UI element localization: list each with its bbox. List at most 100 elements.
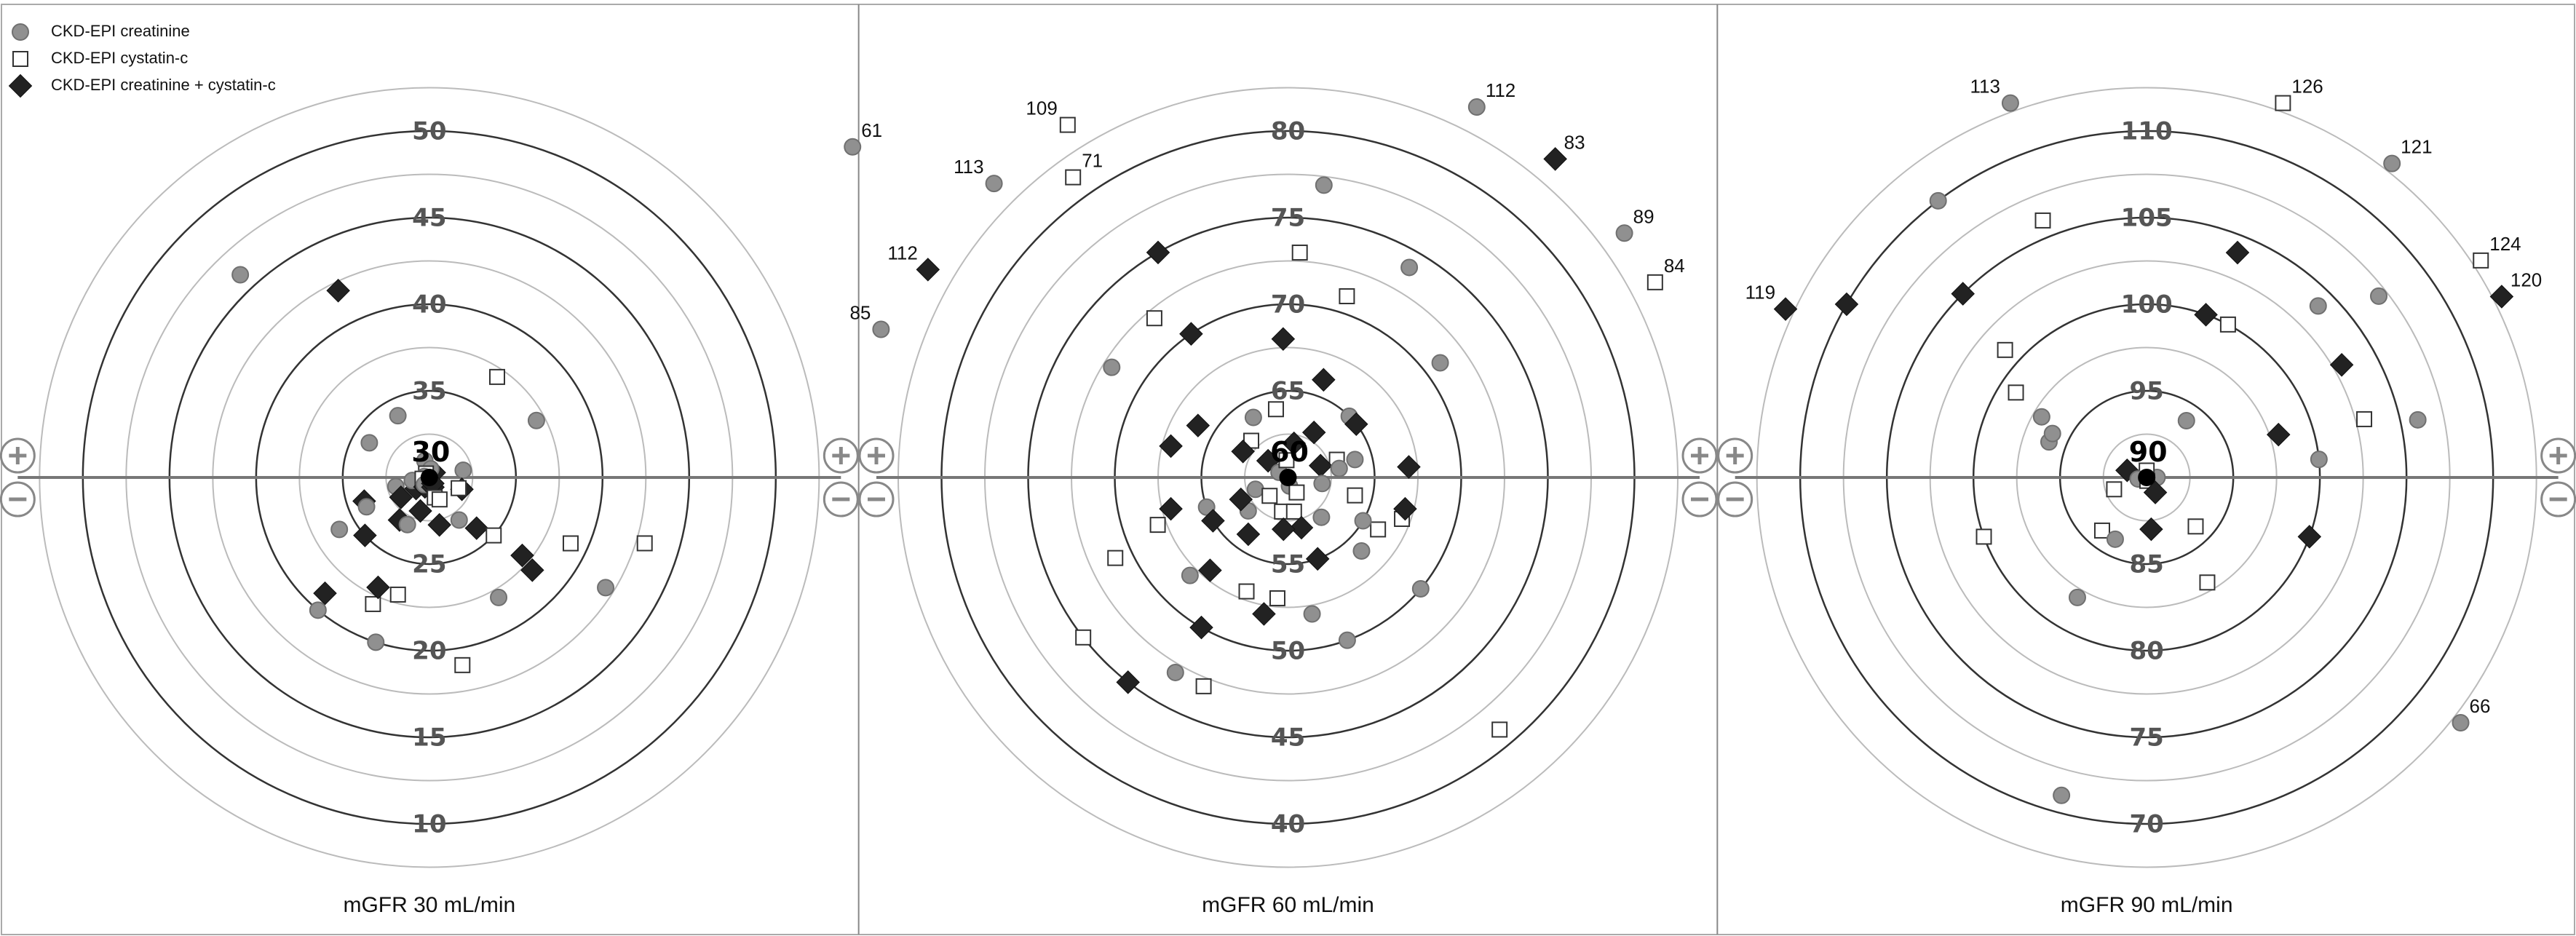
outlier-label: 112: [1486, 79, 1515, 101]
data-point-combined: [2194, 303, 2218, 327]
data-point-combined: [1236, 522, 1261, 547]
data-point-creatinine: [1346, 451, 1364, 469]
center-label: 60: [1270, 436, 1309, 468]
data-point-cystatin: [562, 535, 579, 552]
center-point: [1279, 469, 1297, 486]
data-point-creatinine: [1315, 176, 1333, 194]
data-point-creatinine: [2409, 411, 2427, 429]
data-point-creatinine: [490, 588, 508, 606]
data-point-creatinine: [2001, 94, 2019, 112]
outlier-label: 120: [2510, 269, 2542, 290]
ring-label-below: 10: [412, 810, 446, 839]
outlier-label: 119: [1745, 282, 1775, 304]
data-point-combined: [389, 485, 413, 509]
data-point-combined: [1271, 327, 1296, 351]
data-point-cystatin: [431, 491, 448, 508]
left-plus-minus: [858, 437, 895, 517]
data-point-combined: [366, 575, 390, 600]
ring-label-below: 85: [2130, 550, 2164, 579]
panel-title: mGFR 60 mL/min: [1202, 893, 1374, 917]
data-point-cystatin: [2275, 95, 2291, 111]
data-point-combined: [1201, 509, 1225, 533]
data-point-creatinine: [330, 520, 349, 539]
data-point-creatinine: [398, 515, 416, 534]
data-point-creatinine: [872, 320, 890, 338]
data-point-creatinine: [1352, 542, 1371, 560]
data-point-cystatin: [2187, 518, 2204, 535]
ring-label-above: 95: [2130, 377, 2164, 406]
ring-label-above: 50: [412, 117, 446, 146]
data-point-combined: [2266, 422, 2291, 447]
center-point: [2138, 469, 2156, 486]
data-point-combined: [1272, 517, 1296, 542]
data-point-cystatin: [1149, 517, 1166, 534]
data-point-creatinine: [2032, 408, 2050, 426]
data-point-cystatin: [1285, 503, 1302, 520]
left-plus-minus: [1717, 437, 1753, 517]
data-point-cystatin: [2008, 384, 2024, 401]
ring-label-below: 50: [1271, 637, 1305, 666]
ring-label-below: 75: [2130, 723, 2164, 753]
outlier-label: 61: [861, 119, 882, 141]
data-point-combined: [1179, 322, 1203, 346]
data-point-cystatin: [636, 535, 653, 552]
data-point-combined: [1312, 368, 1336, 392]
data-point-creatinine: [1338, 631, 1356, 649]
data-point-cystatin: [1997, 341, 2013, 358]
center-label: 90: [2129, 436, 2168, 468]
data-point-creatinine: [1246, 480, 1264, 499]
ring-label-above: 65: [1271, 377, 1305, 406]
data-point-cystatin: [365, 595, 381, 612]
data-point-creatinine: [1313, 475, 1331, 493]
data-point-combined: [1301, 420, 1326, 445]
data-point-creatinine: [2106, 530, 2124, 548]
data-point-creatinine: [527, 411, 545, 429]
outlier-label: 89: [1633, 205, 1654, 227]
data-point-creatinine: [2383, 154, 2401, 172]
data-point-creatinine: [2309, 297, 2327, 315]
ring-label-below: 40: [1271, 810, 1305, 839]
outlier-label: 113: [1970, 76, 2000, 98]
data-point-creatinine: [1244, 408, 1262, 427]
data-point-cystatin: [2219, 316, 2236, 333]
data-point-creatinine: [2068, 588, 2086, 606]
data-point-combined: [313, 581, 337, 606]
data-point-creatinine: [1303, 605, 1321, 623]
data-point-combined: [1116, 670, 1140, 694]
plus-icon-glyph: [868, 447, 885, 464]
data-point-creatinine: [1330, 459, 1348, 477]
data-point-creatinine: [1312, 508, 1331, 526]
data-point-combined: [1159, 496, 1183, 521]
data-point-combined: [1189, 615, 1213, 640]
data-point-creatinine: [597, 579, 615, 597]
data-point-combined: [2489, 285, 2514, 309]
outlier-label: 66: [2470, 695, 2491, 717]
data-point-creatinine: [360, 434, 379, 452]
data-point-cystatin: [1267, 401, 1284, 418]
panel-title: mGFR 90 mL/min: [2061, 893, 2233, 917]
outlier-label: 112: [887, 242, 917, 263]
outlier-label: 109: [1026, 98, 1057, 119]
data-point-combined: [1543, 147, 1567, 171]
data-point-combined: [353, 523, 377, 547]
data-point-cystatin: [389, 586, 406, 603]
data-point-creatinine: [2043, 424, 2061, 443]
data-point-creatinine: [1929, 191, 1947, 210]
data-point-combined: [427, 512, 451, 537]
data-point-creatinine: [844, 138, 862, 156]
data-point-cystatin: [1065, 169, 1082, 186]
legend-label: CKD-EPI cystatin-c: [51, 49, 188, 67]
data-point-combined: [326, 279, 350, 303]
ring-label-above: 105: [2121, 204, 2173, 233]
ring-label-above: 45: [412, 204, 446, 233]
data-point-creatinine: [454, 461, 472, 480]
ring-label-above: 80: [1271, 117, 1305, 146]
data-point-combined: [408, 499, 432, 523]
outlier-label: 126: [2291, 76, 2323, 98]
data-point-cystatin: [1059, 116, 1076, 133]
ring-label-below: 45: [1271, 723, 1305, 753]
ring-label-above: 75: [1271, 204, 1305, 233]
data-point-creatinine: [367, 633, 385, 651]
